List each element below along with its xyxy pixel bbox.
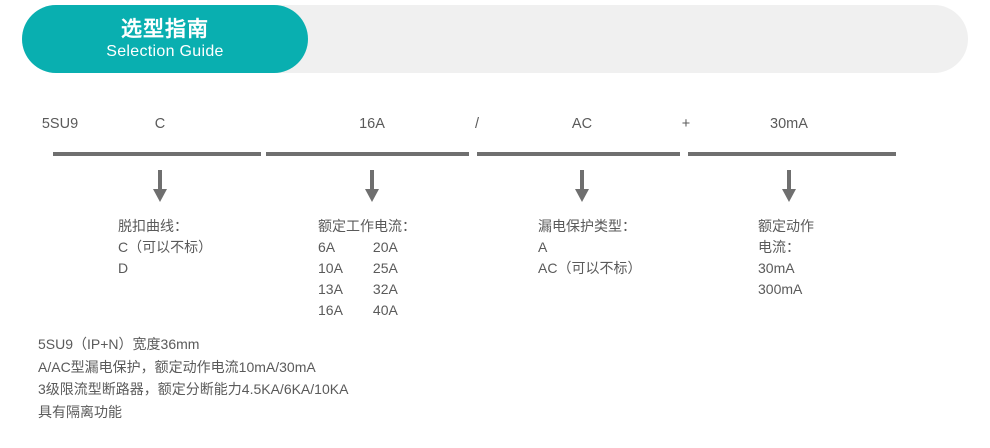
- arrow-head: [365, 189, 379, 202]
- arrow-shaft: [580, 170, 584, 190]
- description-line: 6A: [318, 239, 336, 255]
- code-token: AC: [571, 116, 593, 132]
- description-heading: 漏电保护类型：: [538, 218, 636, 234]
- arrow-shaft: [158, 170, 162, 190]
- description-columns: C（可以不标） D: [118, 237, 212, 279]
- arrow-shaft: [787, 170, 791, 190]
- arrow-head: [153, 189, 167, 202]
- description-line: D: [118, 260, 129, 276]
- footer-note-line: 5SU9（IP+N）宽度36mm: [38, 336, 200, 352]
- arrow-down-icon: [780, 170, 798, 202]
- description-columns: 电流： 30mA 300mA: [758, 237, 814, 300]
- description-column: 电流： 30mA 300mA: [758, 237, 802, 300]
- code-token: +: [681, 116, 691, 132]
- description-line: 13A: [318, 281, 343, 297]
- description-columns: A AC（可以不标）: [538, 237, 641, 279]
- description-line: 20A: [372, 239, 398, 255]
- code-token: 30mA: [770, 116, 808, 132]
- divider-bar: [688, 152, 896, 156]
- arrow-down-icon: [151, 170, 169, 202]
- description-line: 40A: [372, 302, 398, 318]
- description-heading: 额定工作电流：: [318, 218, 416, 234]
- header-pill: 选型指南 Selection Guide: [22, 5, 308, 73]
- arrow-head: [782, 189, 796, 202]
- code-token: 5SU9: [41, 116, 79, 132]
- description-line: AC（可以不标）: [538, 260, 642, 276]
- page-title-en: Selection Guide: [106, 42, 224, 60]
- description-line: 32A: [372, 281, 398, 297]
- description-columns: 6A 10A 13A 16A 20A 25A 32A 40A: [318, 237, 416, 321]
- description-trip-curve: 脱扣曲线： C（可以不标） D: [118, 216, 212, 279]
- footer-note-line: 具有隔离功能: [38, 403, 122, 420]
- description-rated-operating-current: 额定工作电流： 6A 10A 13A 16A 20A 25A 32A 40A: [318, 216, 416, 321]
- description-line: 10A: [318, 260, 343, 276]
- description-line: C（可以不标）: [118, 239, 213, 255]
- description-column: C（可以不标） D: [118, 237, 212, 279]
- product-code-row: 5SU9 C 16A / AC +30mA: [0, 114, 990, 136]
- code-token: /: [474, 116, 480, 132]
- description-column: 20A 25A 32A 40A: [373, 237, 398, 321]
- description-heading: 额定动作: [758, 218, 814, 234]
- code-token: C: [154, 116, 166, 132]
- divider-bar: [53, 152, 261, 156]
- description-residual-current-protection-type: 漏电保护类型： A AC（可以不标）: [538, 216, 641, 279]
- description-line: 16A: [318, 302, 343, 318]
- divider-bar: [477, 152, 680, 156]
- description-line: A: [538, 239, 548, 255]
- arrow-down-icon: [363, 170, 381, 202]
- page-title-cn: 选型指南: [121, 17, 209, 41]
- description-heading: 脱扣曲线：: [118, 218, 188, 234]
- description-line: 30mA: [758, 260, 795, 276]
- divider-bar: [266, 152, 469, 156]
- code-token: 16A: [359, 116, 385, 132]
- description-line: 25A: [372, 260, 398, 276]
- footer-note-line: A/AC型漏电保护，额定动作电流10mA/30mA: [38, 358, 316, 375]
- description-column: 6A 10A 13A 16A: [318, 237, 343, 321]
- description-column: A AC（可以不标）: [538, 237, 641, 279]
- description-line: 电流：: [758, 239, 800, 255]
- arrow-down-icon: [573, 170, 591, 202]
- arrow-shaft: [370, 170, 374, 190]
- footer-note-line: 3级限流型断路器，额定分断能力4.5KA/6KA/10KA: [38, 381, 349, 397]
- description-line: 300mA: [758, 281, 803, 297]
- description-rated-residual-operating-current: 额定动作电流： 30mA 300mA: [758, 216, 814, 300]
- arrow-head: [575, 189, 589, 202]
